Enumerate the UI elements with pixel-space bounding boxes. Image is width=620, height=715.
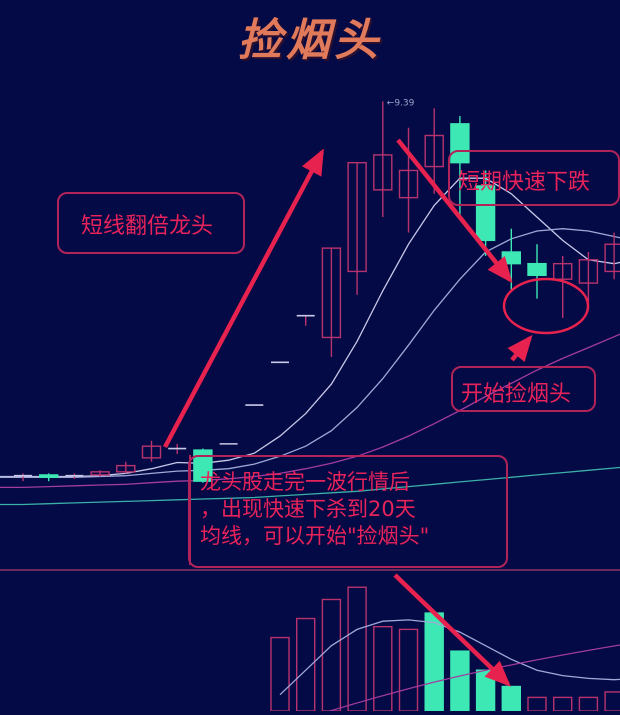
candle-up bbox=[398, 169, 419, 199]
candle-up bbox=[321, 247, 342, 339]
volume-bar bbox=[604, 691, 620, 712]
candle-down bbox=[527, 262, 547, 277]
ma-line-ma60 bbox=[0, 466, 620, 506]
drop-annotation: 短期快速下跌 bbox=[448, 150, 620, 206]
volume-ma-line bbox=[279, 619, 620, 696]
volume-bar bbox=[578, 696, 599, 712]
summary-line-1: 龙头股走完一波行情后 bbox=[200, 470, 410, 494]
volume-bar bbox=[270, 636, 290, 712]
candle-down bbox=[193, 449, 213, 482]
volume-bar bbox=[501, 685, 521, 712]
volume-bar bbox=[450, 650, 470, 712]
summary-line-2: ，出现快速下杀到20天 bbox=[200, 497, 416, 521]
high-price-label: ←9.39 bbox=[387, 98, 415, 108]
candle-up bbox=[578, 259, 599, 284]
ma-line-ma10 bbox=[0, 228, 620, 478]
candle-up bbox=[347, 161, 367, 273]
candle-up bbox=[141, 445, 162, 459]
drop-arrow-head bbox=[487, 255, 513, 284]
drop-arrow bbox=[396, 138, 512, 282]
volume-drop-arrow-head bbox=[484, 660, 511, 687]
rally-arrow bbox=[163, 150, 324, 449]
candle-down bbox=[475, 185, 496, 242]
candle-up bbox=[90, 471, 110, 476]
volume-bar bbox=[398, 628, 419, 712]
start-arrow-head bbox=[507, 334, 533, 362]
candle-down bbox=[501, 251, 521, 265]
volume-bar bbox=[553, 696, 573, 712]
candle-up bbox=[373, 154, 393, 191]
panel-divider bbox=[0, 569, 620, 571]
drop-annotation-text: 短期快速下跌 bbox=[458, 170, 591, 195]
volume-bar bbox=[321, 598, 342, 712]
candle-up bbox=[604, 243, 620, 273]
start-annotation: 开始捡烟头 bbox=[451, 366, 596, 412]
candle-up bbox=[116, 464, 136, 473]
rally-annotation: 短线翻倍龙头 bbox=[57, 192, 245, 254]
volume-drop-arrow bbox=[393, 573, 510, 686]
ma-line-ma20 bbox=[0, 333, 620, 489]
volume-bar bbox=[527, 696, 547, 712]
rally-annotation-text: 短线翻倍龙头 bbox=[81, 214, 214, 239]
start-annotation-text: 开始捡烟头 bbox=[461, 382, 572, 407]
page-title: 捡烟头 bbox=[238, 15, 382, 66]
buy-zone-circle bbox=[502, 277, 590, 335]
candle-up bbox=[424, 134, 444, 168]
rally-arrow-head bbox=[301, 148, 324, 177]
summary-annotation: 龙头股走完一波行情后 ，出现快速下杀到20天 均线，可以开始"捡烟头" bbox=[188, 455, 508, 568]
volume-bar bbox=[424, 612, 444, 712]
volume-ma-line-long bbox=[329, 644, 620, 712]
volume-bar bbox=[373, 625, 393, 712]
candle-up bbox=[553, 262, 573, 280]
summary-line-3: 均线，可以开始"捡烟头" bbox=[200, 524, 430, 548]
candle-down bbox=[39, 474, 59, 478]
volume-bar bbox=[347, 586, 367, 712]
